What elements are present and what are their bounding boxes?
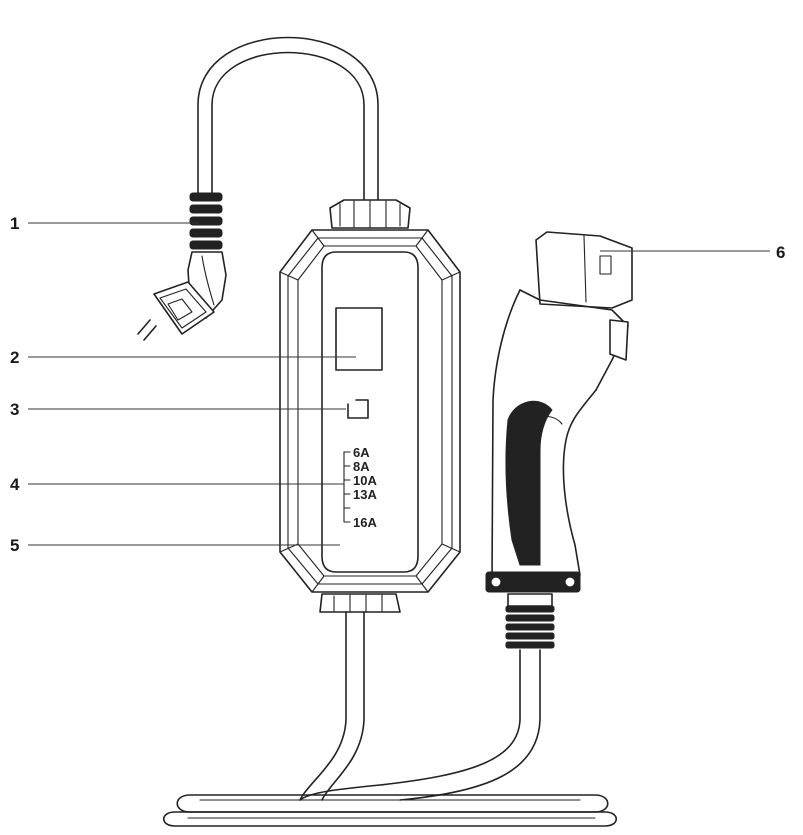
vehicle-connector bbox=[485, 231, 633, 649]
power-button-icon bbox=[347, 399, 369, 419]
control-box bbox=[279, 199, 461, 613]
current-label-6a: 6A bbox=[353, 445, 370, 460]
current-label-8a: 8A bbox=[353, 459, 370, 474]
callout-2: 2 bbox=[10, 348, 19, 367]
current-label-10a: 10A bbox=[353, 473, 377, 488]
callout-5: 5 bbox=[10, 536, 19, 555]
callout-6: 6 bbox=[776, 243, 785, 262]
callout-3: 3 bbox=[10, 400, 19, 419]
supply-cable bbox=[197, 36, 379, 201]
front-panel bbox=[321, 251, 419, 573]
callout-1: 1 bbox=[10, 214, 19, 233]
current-label-16a: 16A bbox=[353, 515, 377, 530]
wall-plug bbox=[137, 192, 227, 341]
current-indicator bbox=[343, 451, 351, 523]
output-cable bbox=[299, 611, 541, 801]
cable-coil bbox=[162, 794, 618, 827]
display-screen bbox=[335, 307, 383, 371]
callout-4: 4 bbox=[10, 475, 20, 494]
current-label-13a: 13A bbox=[353, 487, 377, 502]
